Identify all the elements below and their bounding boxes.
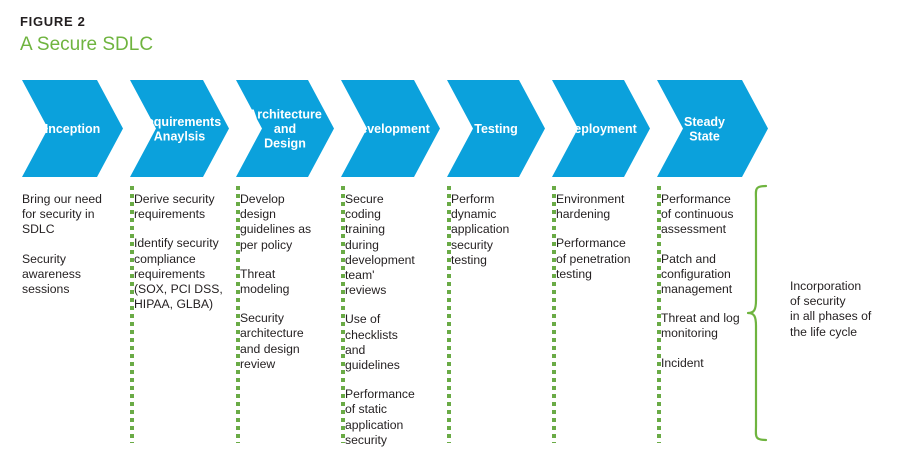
phase-column-development: Secure coding training during developmen…	[345, 192, 441, 450]
phase-item: Threat and log monitoring	[661, 311, 740, 341]
phase-item: Security awareness sessions	[22, 251, 81, 297]
chevron-steady-state[interactable]	[657, 80, 768, 177]
phase-item: Environment hardening	[556, 192, 625, 222]
phase-divider-6	[657, 186, 661, 443]
phase-item: Use of checklists and guidelines	[345, 312, 400, 373]
phase-item: Performance of continuous assessment	[661, 192, 734, 237]
chevron-label-testing: Testing	[474, 122, 518, 136]
chevron-label-inception: Inception	[45, 122, 101, 136]
phase-item: Secure coding training during developmen…	[345, 192, 415, 298]
phase-divider-3	[341, 186, 345, 443]
phase-item: Security architecture and design review	[240, 311, 304, 371]
phase-item: Performance of static application securi…	[345, 387, 415, 450]
phase-item: Derive security requirements	[134, 192, 215, 222]
phase-item: Threat modeling	[240, 266, 290, 297]
figure-header: FIGURE 2 A Secure SDLC	[20, 14, 620, 57]
chevron-architecture-and-design[interactable]	[236, 80, 334, 177]
phase-divider-4	[447, 186, 451, 443]
phase-item: Patch and configuration management	[661, 251, 733, 297]
phase-item: Develop design guidelines as per policy	[240, 192, 312, 252]
phase-divider-1	[130, 186, 134, 443]
phase-column-inception: Bring our need for security in SDLC Secur…	[22, 192, 122, 297]
phase-item: Identify security compliance requirement…	[134, 236, 223, 312]
figure-label: FIGURE 2	[20, 14, 86, 29]
chevron-label-development: Development	[351, 122, 430, 136]
phase-item: Performance of penetration testing	[556, 236, 631, 281]
brace-icon	[746, 184, 768, 442]
phase-item: Perform dynamic application security tes…	[451, 192, 510, 267]
chevron-inception[interactable]	[22, 80, 123, 177]
chevron-deployment[interactable]	[552, 80, 650, 177]
phase-column-testing: Perform dynamic application security tes…	[451, 192, 547, 268]
summary-brace	[744, 182, 784, 444]
chevron-label-deployment: Deployment	[565, 122, 637, 136]
page-title: A Secure SDLC	[20, 34, 154, 55]
phase-divider-5	[552, 186, 556, 443]
summary-caption: Incorporation of security in all phases …	[790, 279, 872, 339]
chevron-development[interactable]	[341, 80, 440, 177]
phase-item: Bring our need for security in SDLC	[22, 192, 102, 237]
phase-item: Incident	[661, 355, 704, 370]
chevron-requirements-anaylsis[interactable]	[130, 80, 229, 177]
phase-divider-2	[236, 186, 240, 443]
chevron-testing[interactable]	[447, 80, 545, 177]
